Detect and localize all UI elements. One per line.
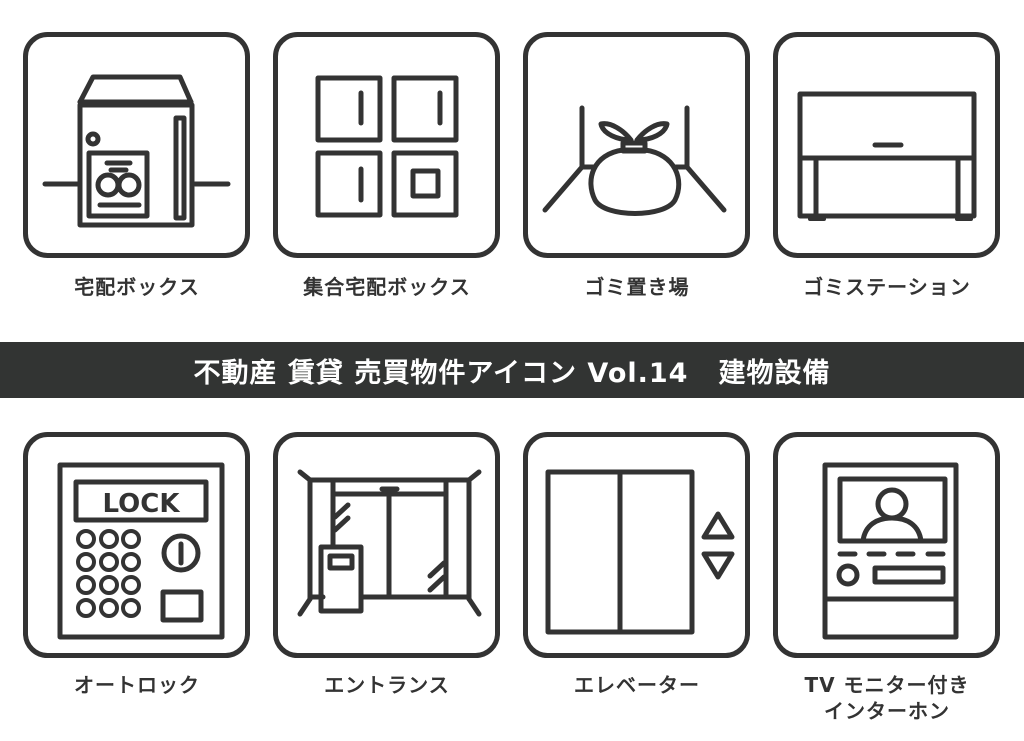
entrance-icon — [273, 432, 500, 658]
tile-shared-delivery-box — [273, 32, 500, 258]
banner-subtitle: 建物設備 — [718, 357, 831, 389]
tile-tv-intercom — [773, 432, 1000, 658]
label-tv-intercom-line2: インターホン — [824, 699, 950, 723]
tile-garbage-station — [773, 32, 1000, 258]
tv-intercom-icon — [773, 432, 1000, 658]
auto-lock-icon: LOCK — [23, 432, 250, 658]
elevator-icon — [523, 432, 750, 658]
label-entrance: エントランス — [324, 673, 450, 697]
title-banner: 不動産 賃貸 売買物件アイコン Vol.14 建物設備 — [0, 342, 1024, 398]
label-garbage-station: ゴミステーション — [803, 275, 971, 299]
garbage-area-icon — [523, 32, 750, 258]
banner-title: 不動産 賃貸 売買物件アイコン Vol.14 — [193, 357, 689, 389]
tile-delivery-box — [23, 32, 250, 258]
tile-entrance — [273, 432, 500, 658]
label-garbage-area: ゴミ置き場 — [584, 275, 690, 299]
tile-elevator — [523, 432, 750, 658]
label-tv-intercom-line1: TV モニター付き — [804, 673, 970, 697]
label-delivery-box: 宅配ボックス — [74, 275, 200, 299]
lock-text: LOCK — [103, 489, 181, 519]
label-shared-delivery-box: 集合宅配ボックス — [303, 275, 471, 299]
tile-garbage-area — [523, 32, 750, 258]
label-tv-intercom: TV モニター付き インターホン — [762, 672, 1012, 724]
tile-auto-lock: LOCK — [23, 432, 250, 658]
garbage-station-icon — [773, 32, 1000, 258]
shared-delivery-box-icon — [273, 32, 500, 258]
delivery-box-icon — [23, 32, 250, 258]
label-auto-lock: オートロック — [74, 673, 200, 697]
label-elevator: エレベーター — [574, 673, 700, 697]
